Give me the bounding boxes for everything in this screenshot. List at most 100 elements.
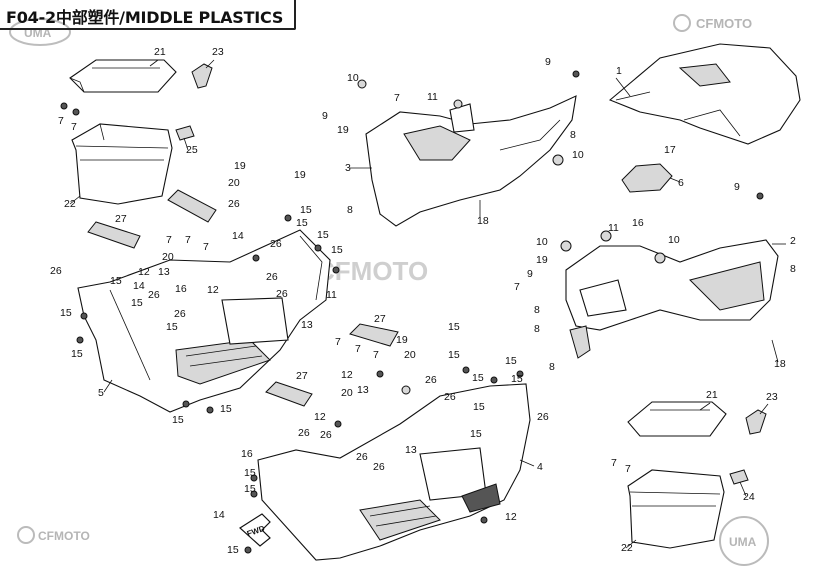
callout-c102: 15: [227, 544, 239, 556]
forward-arrow: FWD: [239, 513, 271, 547]
center-fender-3: [365, 95, 577, 227]
callout-c51: 1: [616, 65, 622, 77]
callout-c36: 15: [71, 348, 83, 360]
callout-c52: 8: [570, 129, 576, 141]
callout-c86: 26: [444, 391, 456, 403]
callout-c53: 10: [572, 149, 584, 161]
callout-c55: 6: [678, 177, 684, 189]
callout-c90: 26: [298, 427, 310, 439]
callout-c79: 27: [296, 370, 308, 382]
callout-c15: 26: [270, 238, 282, 250]
cfmoto-logo-bottom-left: CFMOTO: [17, 526, 90, 544]
callout-c82: 15: [472, 372, 484, 384]
callout-c68: 8: [549, 361, 555, 373]
callout-c1: 21: [154, 46, 166, 58]
uma-logo-bottom-text: UMA: [729, 535, 757, 549]
callout-c20: 7: [203, 241, 209, 253]
callout-c31: 26: [276, 288, 288, 300]
cover-6: [621, 163, 673, 193]
callout-c13: 27: [115, 213, 127, 225]
callout-c72: 19: [396, 334, 408, 346]
callout-c83: 15: [511, 373, 523, 385]
callout-c85: 20: [341, 387, 353, 399]
callout-c58: 16: [632, 217, 644, 229]
callout-c32: 15: [131, 297, 143, 309]
callout-c10: 26: [228, 198, 240, 210]
callout-c64: 8: [790, 263, 796, 275]
footrest-pad-left: [87, 189, 217, 249]
callout-c46: 19: [337, 124, 349, 136]
callout-c12: 15: [296, 217, 308, 229]
callout-c92: 15: [470, 428, 482, 440]
callout-c19: 7: [185, 234, 191, 246]
callout-c62: 19: [536, 254, 548, 266]
callout-c57: 11: [608, 222, 619, 234]
callout-c7: 19: [234, 160, 246, 172]
callout-c5: 25: [186, 144, 198, 156]
callout-c3: 7: [58, 115, 64, 127]
callout-c11: 15: [300, 204, 312, 216]
callout-c106: 7: [625, 463, 631, 475]
callout-c56: 9: [734, 181, 740, 193]
callout-c26: 14: [133, 280, 145, 292]
uma-logo-bottom-right: UMA: [719, 516, 769, 566]
footwell-left: [77, 229, 331, 413]
cfmoto-logo-text: CFMOTO: [696, 16, 752, 31]
callout-c78: 15: [505, 355, 517, 367]
callout-c45: 9: [322, 110, 328, 122]
callout-c8: 19: [294, 169, 306, 181]
callout-c2: 23: [212, 46, 224, 58]
callout-c101: 12: [505, 511, 517, 523]
callout-c27: 16: [175, 283, 187, 295]
callout-c60: 10: [668, 234, 680, 246]
latch-left: [191, 63, 213, 89]
callout-c16: 15: [317, 229, 329, 241]
callout-c73: 7: [355, 343, 361, 355]
clip-left: [175, 125, 195, 141]
storage-box-right: [627, 469, 725, 549]
callout-c84: 13: [357, 384, 369, 396]
callout-c17: 15: [331, 244, 343, 256]
callout-c14: 14: [232, 230, 244, 242]
callout-c44: 11: [427, 91, 438, 103]
callout-c96: 26: [356, 451, 368, 463]
callout-c9: 20: [228, 177, 240, 189]
storage-lid-right: [627, 401, 727, 437]
storage-box-left: [71, 123, 173, 205]
callout-c66: 8: [534, 304, 540, 316]
callout-c74: 7: [373, 349, 379, 361]
callout-c77: 15: [448, 349, 460, 361]
callout-c81: 26: [425, 374, 437, 386]
callout-c50: 9: [545, 56, 551, 68]
callout-c67: 8: [534, 323, 540, 335]
callout-c30: 26: [266, 271, 278, 283]
side-fender-2: [565, 239, 779, 359]
rear-fender-1: [608, 43, 801, 145]
callout-c25: 15: [110, 275, 122, 287]
callout-c39: 5: [98, 387, 104, 399]
callout-c35: 15: [166, 321, 178, 333]
callout-c4: 7: [71, 121, 77, 133]
callout-c43: 7: [394, 92, 400, 104]
callout-c21: 20: [162, 251, 174, 263]
callout-c94: 13: [405, 444, 417, 456]
callout-c48: 8: [347, 204, 353, 216]
callout-c75: 15: [448, 321, 460, 333]
callout-c80: 12: [341, 369, 353, 381]
callout-c22: 12: [138, 266, 150, 278]
callout-c24: 26: [50, 265, 62, 277]
callout-c71: 7: [335, 336, 341, 348]
callout-c54: 17: [664, 144, 676, 156]
leader-lines: [69, 59, 786, 549]
callout-c87: 15: [473, 401, 485, 413]
callout-c63: 9: [527, 268, 533, 280]
cfmoto-logo-top-right: CFMOTO: [673, 14, 752, 32]
callout-c91: 26: [320, 429, 332, 441]
callout-c6: 22: [64, 198, 76, 210]
callout-c37: 11: [326, 289, 337, 301]
callout-c41: 15: [172, 414, 184, 426]
callout-c107: 24: [743, 491, 755, 503]
